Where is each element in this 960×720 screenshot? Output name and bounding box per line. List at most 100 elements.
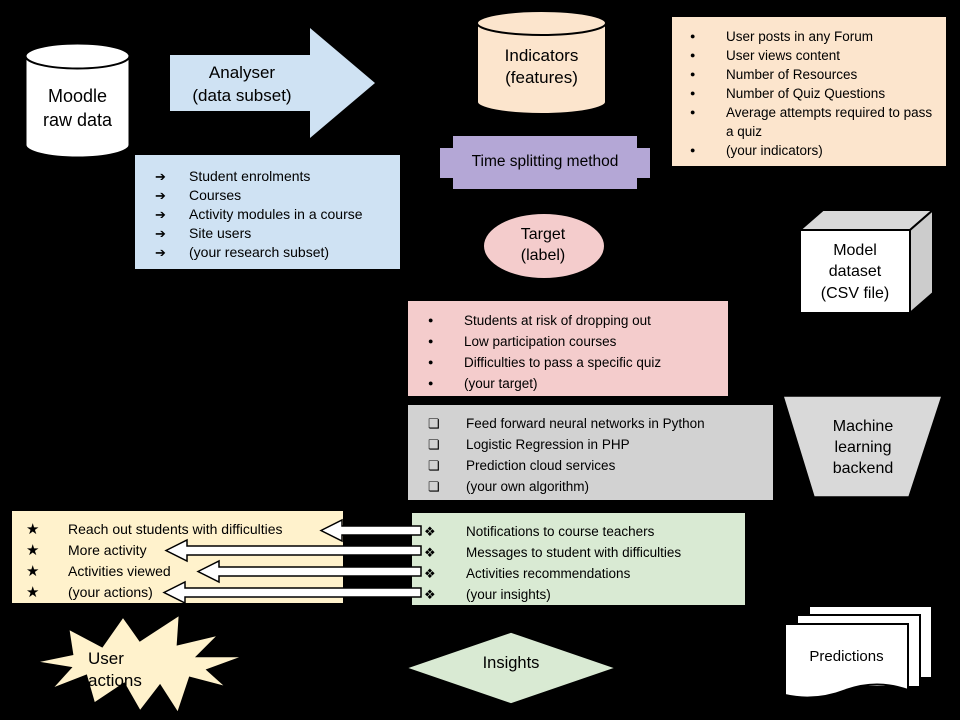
target-examples-list: ●Students at risk of dropping out●Low pa…: [408, 301, 728, 396]
list-item: ➔ Site users: [155, 224, 400, 243]
list-item-text: Reach out students with difficulties: [68, 521, 283, 537]
list-item: ● Number of Resources: [690, 65, 946, 84]
list-item: ★ Reach out students with difficulties: [26, 519, 343, 540]
arrow-bullet-icon: ➔: [155, 245, 166, 260]
list-item: ★More activity: [26, 540, 343, 561]
dot-bullet-icon: ●: [428, 378, 434, 388]
list-item: ● (your target): [428, 373, 728, 394]
left-arrow-shape: [319, 518, 422, 543]
list-item-text: Students at risk of dropping out: [464, 313, 651, 328]
moodle-raw-data-label: Moodle raw data: [42, 86, 113, 130]
predictions-documents: [784, 605, 933, 699]
star-bullet-icon: ★: [26, 521, 40, 538]
list-item-text: (your research subset): [189, 244, 330, 260]
document-sheet-front: [784, 623, 909, 699]
list-item-text: Messages to student with difficulties: [466, 545, 682, 560]
model-dataset-cube: [797, 207, 936, 316]
checkbox-bullet-icon: ❏: [428, 479, 440, 494]
insight-to-action-arrow-1: [319, 518, 422, 543]
list-item-text: Number of Resources: [726, 67, 858, 82]
list-item-text: (your indicators): [726, 143, 823, 158]
list-item: ❏ Logistic Regression in PHP: [428, 434, 773, 455]
list-item: ➔ (your research subset): [155, 243, 400, 262]
time-splitting-shape-wide: [440, 148, 650, 178]
raw-data-subset-list: ➔Student enrolments➔Courses➔Activity mod…: [135, 155, 400, 269]
trapezoid-shape: [781, 395, 944, 498]
list-item: ●(your indicators): [690, 141, 946, 160]
list-item: ❏ Prediction cloud services: [428, 455, 773, 476]
dot-bullet-icon: ●: [690, 69, 696, 79]
left-arrow-shape: [162, 580, 422, 605]
list-item: ➔Activity modules in a course: [155, 205, 400, 224]
list-item-text: Activities viewed: [68, 563, 171, 579]
list-item: ➔Student enrolments: [155, 167, 400, 186]
checkbox-bullet-icon: ❏: [428, 437, 440, 452]
list-item-text: (your actions): [68, 584, 153, 600]
list-item: ❖Notifications to course teachers: [424, 521, 745, 542]
list-item: ❏ (your own algorithm): [428, 476, 773, 497]
list-item-text: Activities recommendations: [466, 566, 631, 581]
insight-to-action-arrow-4: [162, 580, 422, 605]
dot-bullet-icon: ●: [690, 88, 696, 98]
target-ellipse: [483, 213, 605, 279]
cylinder-top: [476, 10, 607, 36]
arrow-bullet-icon: ➔: [155, 226, 166, 241]
indicators-cylinder: [476, 10, 607, 115]
indicators-label: Indicators (features): [504, 45, 579, 87]
list-item-text: Logistic Regression in PHP: [466, 437, 630, 452]
list-item: ●Students at risk of dropping out: [428, 310, 728, 331]
star-bullet-icon: ★: [26, 542, 40, 559]
diamond-bullet-icon: ❖: [424, 566, 436, 581]
star-bullet-icon: ★: [26, 563, 40, 580]
ml-backend-label: Machine learning backend: [832, 417, 894, 478]
list-item: ★ (your actions): [26, 582, 343, 603]
cylinder-top: [24, 42, 131, 70]
list-item: ●User views content: [690, 46, 946, 65]
user-actions-label: User actions: [88, 648, 142, 690]
left-arrow-shape: [196, 559, 422, 584]
list-item: ❏ Feed forward neural networks in Python: [428, 413, 773, 434]
list-item: ●Difficulties to pass a specific quiz: [428, 352, 728, 373]
list-item-text: (your own algorithm): [466, 479, 590, 494]
arrow-bullet-icon: ➔: [155, 169, 166, 184]
target-label: Target (label): [520, 225, 566, 264]
insight-examples-list: ❖Notifications to course teachers❖Messag…: [412, 513, 745, 605]
predictions-label: Predictions: [809, 648, 884, 666]
analyser-arrow: [170, 28, 375, 138]
cylinder-body: [24, 55, 131, 159]
list-item: ● Number of Quiz Questions: [690, 84, 946, 103]
list-item-text: Average attempts required to pass a quiz: [726, 105, 933, 139]
list-item-text: Prediction cloud services: [466, 458, 616, 473]
insight-to-action-arrow-2: [164, 538, 422, 563]
list-item: ●Low participation courses: [428, 331, 728, 352]
dot-bullet-icon: ●: [690, 107, 696, 117]
analyser-label: Analyser (data subset): [192, 63, 292, 105]
list-item-text: Number of Quiz Questions: [726, 86, 886, 101]
model-dataset-label: Model dataset (CSV file): [820, 242, 890, 302]
diamond-shape: [403, 631, 619, 705]
moodle-raw-data-cylinder: [24, 42, 131, 159]
ml-backend-trapezoid: [781, 395, 944, 498]
checkbox-bullet-icon: ❏: [428, 458, 440, 473]
list-item-text: Site users: [189, 225, 252, 241]
checkbox-bullet-icon: ❏: [428, 416, 440, 431]
list-item-text: Courses: [189, 187, 242, 203]
starburst-shape: [32, 611, 247, 717]
list-item-text: (your target): [464, 376, 538, 391]
cylinder-body: [476, 22, 607, 115]
insight-to-action-arrow-3: [196, 559, 422, 584]
diamond-bullet-icon: ❖: [424, 524, 436, 539]
list-item: ❖(your insights): [424, 584, 745, 605]
list-item: ★ Activities viewed: [26, 561, 343, 582]
left-arrow-shape: [164, 538, 422, 563]
list-item: ❖Messages to student with difficulties: [424, 542, 745, 563]
list-item-text: Feed forward neural networks in Python: [466, 416, 705, 431]
dot-bullet-icon: ●: [690, 31, 696, 41]
indicator-examples-list: ●User posts in any Forum●User views cont…: [672, 17, 946, 166]
star-bullet-icon: ★: [26, 584, 40, 601]
list-item: ➔Courses: [155, 186, 400, 205]
time-splitting-label: Time splitting method: [471, 153, 619, 171]
user-actions-starburst: [32, 611, 247, 717]
list-item-text: Activity modules in a course: [189, 206, 363, 222]
